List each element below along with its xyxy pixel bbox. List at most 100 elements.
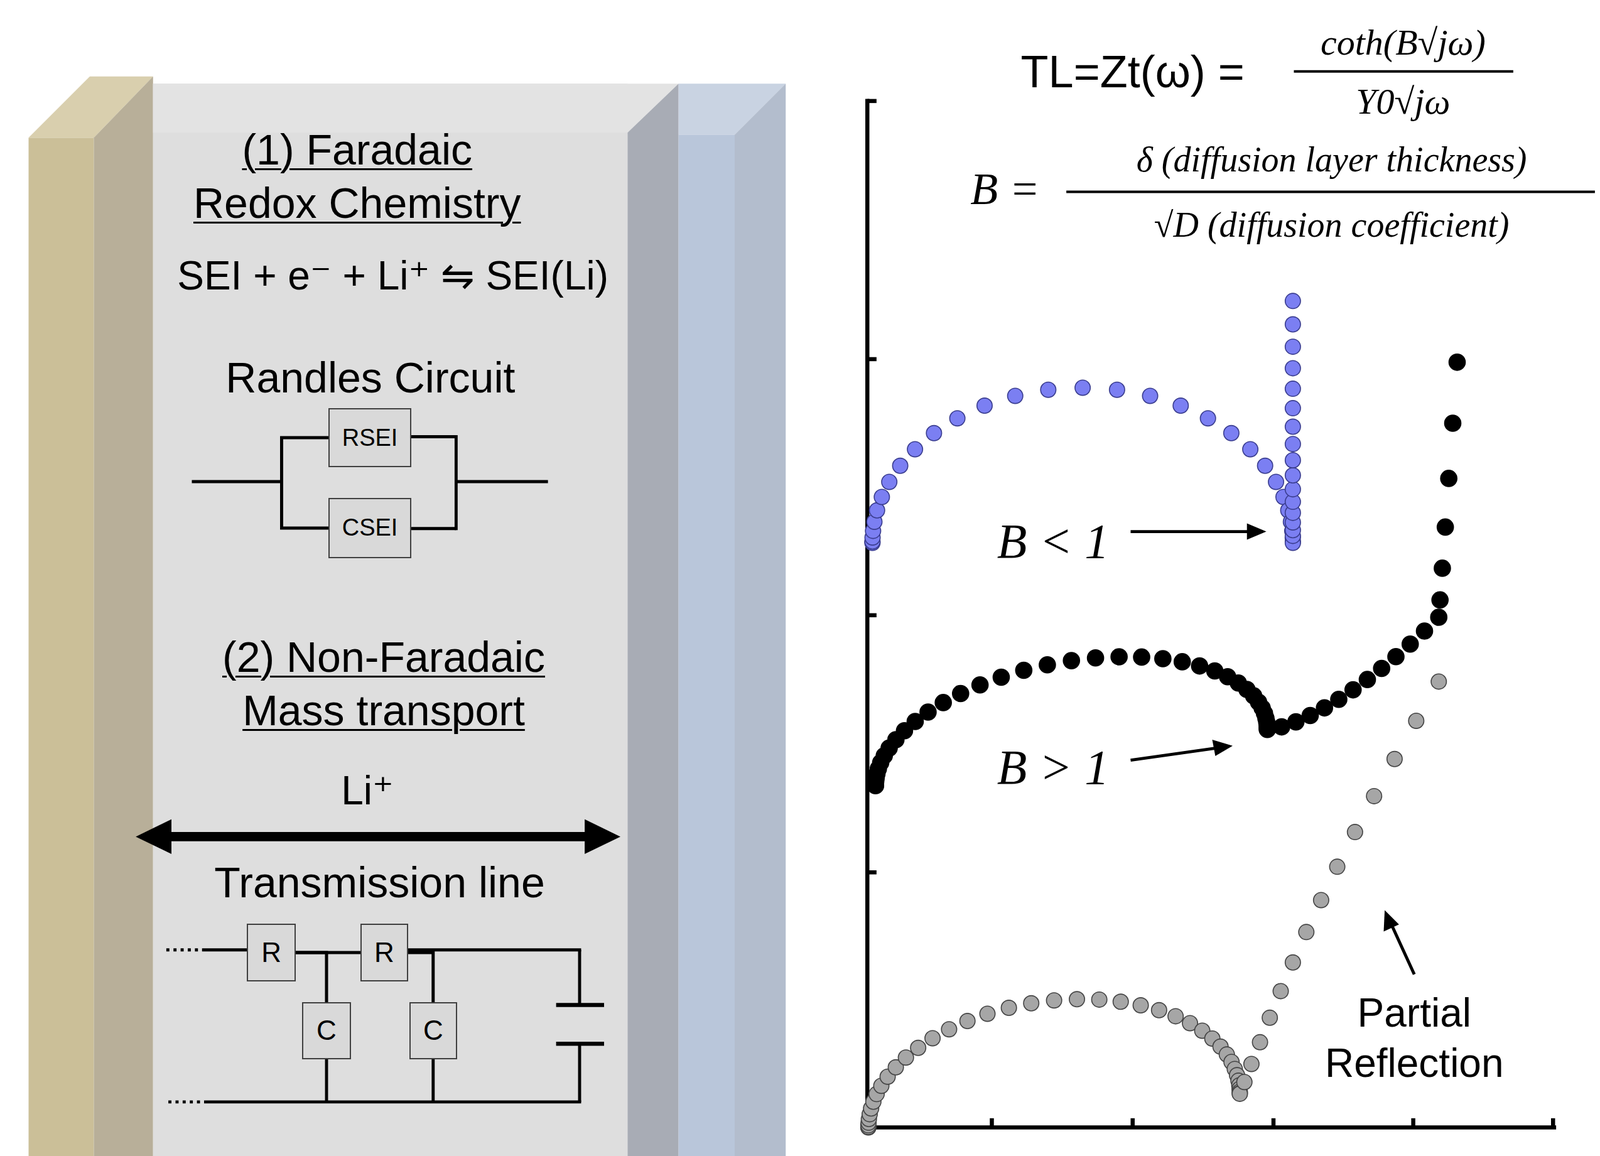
data-point	[992, 668, 1010, 686]
data-point	[1285, 467, 1301, 483]
data-point	[1237, 1074, 1253, 1090]
data-point	[892, 458, 908, 474]
data-point	[1132, 997, 1148, 1013]
equation-denominator: Y0√jω	[1355, 79, 1450, 125]
circuit-title: Randles Circuit	[225, 351, 515, 405]
data-point	[959, 1013, 975, 1029]
data-point	[1268, 474, 1284, 490]
equation-text: B =	[970, 160, 1040, 218]
resistor-box: RSEI	[328, 408, 412, 468]
fraction-bar	[1066, 190, 1595, 193]
capacitor-box: C	[409, 1002, 458, 1060]
data-point	[1039, 656, 1056, 674]
blue-side	[734, 83, 786, 1156]
data-point	[874, 489, 890, 505]
component-label: CSEI	[342, 514, 399, 542]
data-point	[949, 410, 965, 426]
data-point	[1359, 671, 1376, 688]
data-point	[1023, 995, 1039, 1011]
data-point	[1330, 691, 1347, 708]
data-point	[1285, 293, 1301, 309]
data-point	[1329, 859, 1345, 875]
data-point	[1285, 400, 1301, 416]
data-point	[1252, 1034, 1268, 1050]
fraction-bar	[1294, 70, 1514, 73]
data-point	[1262, 1010, 1278, 1026]
reaction-equation: SEI + e⁻ + Li⁺ ⇋ SEI(Li)	[177, 250, 609, 301]
data-point	[1285, 418, 1301, 434]
data-point	[1285, 360, 1301, 376]
callout-label: Partial Reflection	[1301, 987, 1528, 1089]
data-point	[1387, 648, 1405, 665]
data-point	[1366, 788, 1382, 804]
data-point	[907, 441, 923, 457]
data-point	[1075, 379, 1091, 395]
equation-denominator: √D (diffusion coefficient)	[1154, 202, 1510, 247]
capacitor-box: CSEI	[328, 497, 412, 559]
data-point	[1285, 316, 1301, 332]
resistor-box: R	[246, 923, 296, 983]
data-point	[1373, 659, 1390, 677]
beige-side	[94, 76, 154, 1156]
data-point	[1046, 992, 1062, 1008]
data-point	[1257, 458, 1273, 474]
data-point	[941, 1021, 957, 1037]
data-point	[910, 1040, 926, 1056]
data-point	[1091, 992, 1107, 1008]
equation-text: TL=Zt(ω) =	[1021, 43, 1245, 100]
data-point	[977, 398, 993, 414]
data-point	[1285, 481, 1301, 497]
data-point	[1402, 636, 1419, 653]
circuit-wire	[295, 952, 327, 1003]
circuit-title: Transmission line	[214, 855, 546, 910]
component-label: C	[423, 1014, 444, 1047]
data-point	[1416, 622, 1433, 640]
data-point	[1167, 1008, 1184, 1024]
equation-numerator: δ (diffusion layer thickness)	[1136, 137, 1528, 182]
data-point	[1387, 751, 1403, 767]
data-point	[1223, 425, 1239, 441]
data-point	[1000, 1000, 1017, 1016]
data-point	[1285, 436, 1301, 452]
data-point	[1285, 339, 1301, 355]
component-label: RSEI	[342, 424, 399, 452]
data-point	[952, 685, 969, 702]
data-point	[1272, 983, 1288, 999]
data-point	[1437, 518, 1454, 536]
data-point	[1087, 649, 1104, 667]
data-point	[1069, 991, 1085, 1007]
section-heading: (2) Non-Faradaic Mass transport	[182, 630, 585, 738]
data-point	[919, 703, 937, 721]
circuit-wire	[408, 952, 434, 1003]
data-point	[1151, 1002, 1167, 1018]
component-label: R	[261, 936, 282, 969]
resistor-box: R	[360, 923, 409, 983]
circuit-wire	[281, 437, 330, 529]
data-point	[1242, 441, 1258, 457]
component-label: R	[374, 936, 395, 969]
data-point	[1302, 707, 1319, 725]
data-point	[1243, 1056, 1260, 1072]
data-point	[1431, 673, 1447, 689]
data-point	[1313, 892, 1329, 908]
data-point	[1347, 824, 1363, 840]
data-point	[1007, 388, 1023, 404]
curve-label: B > 1	[997, 736, 1109, 799]
data-point	[1015, 662, 1032, 679]
ion-label: Li⁺	[340, 765, 394, 816]
data-point	[926, 425, 942, 441]
data-point	[1200, 410, 1216, 426]
capacitor-box: C	[302, 1002, 352, 1060]
data-point	[1434, 560, 1451, 577]
leader-arrows	[1130, 523, 1415, 975]
data-point	[1109, 382, 1125, 398]
data-point	[1449, 354, 1466, 371]
data-point	[1110, 648, 1128, 665]
data-point	[1040, 382, 1056, 398]
data-point	[1298, 924, 1314, 940]
blue-layer	[678, 134, 735, 1156]
data-point	[1444, 415, 1462, 432]
data-point	[1142, 388, 1158, 404]
curve-label: B < 1	[997, 510, 1109, 573]
electrolyte-top	[153, 83, 679, 133]
